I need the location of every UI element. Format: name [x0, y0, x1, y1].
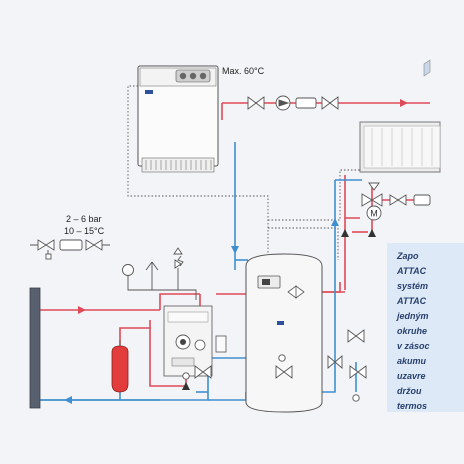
storage-tank — [245, 253, 323, 413]
note-line: ATTAC — [397, 266, 427, 276]
mixing-valve: M — [361, 182, 431, 221]
note-line: systém — [397, 281, 429, 291]
cold-inlet-fittings — [30, 239, 110, 260]
svg-text:M: M — [370, 209, 378, 219]
note-line: ATTAC — [397, 296, 427, 306]
note-line: Zapo — [397, 251, 419, 261]
note-line: akumu — [397, 356, 427, 366]
note-line: okruhe — [397, 326, 428, 336]
left-heat-consumer — [29, 287, 41, 409]
expansion-vessel — [111, 340, 129, 393]
control-wiring — [127, 85, 362, 275]
note-line: v zásoc — [397, 341, 430, 351]
note-line: jedným — [397, 311, 429, 321]
boiler — [137, 65, 219, 173]
note-line: držou — [397, 386, 422, 396]
top-line-fittings — [247, 95, 339, 111]
solar-collector — [359, 59, 441, 173]
safety-group — [122, 247, 197, 300]
hydraulic-unit — [163, 305, 227, 377]
check-valves — [182, 229, 376, 390]
flow-arrows-hot — [78, 99, 408, 314]
boiler-max-temp-label: Max. 60°C — [222, 66, 265, 76]
note-line: uzavre — [397, 371, 426, 381]
description-note: Zapo ATTAC systém ATTAC jedným okruhe v … — [387, 243, 464, 412]
supply-pressure-label: 2 – 6 bar — [66, 214, 102, 224]
drain-valves — [182, 329, 367, 402]
flow-arrows — [64, 218, 339, 404]
note-line: termos — [397, 401, 428, 411]
supply-temperature-label: 10 – 15°C — [64, 226, 105, 236]
